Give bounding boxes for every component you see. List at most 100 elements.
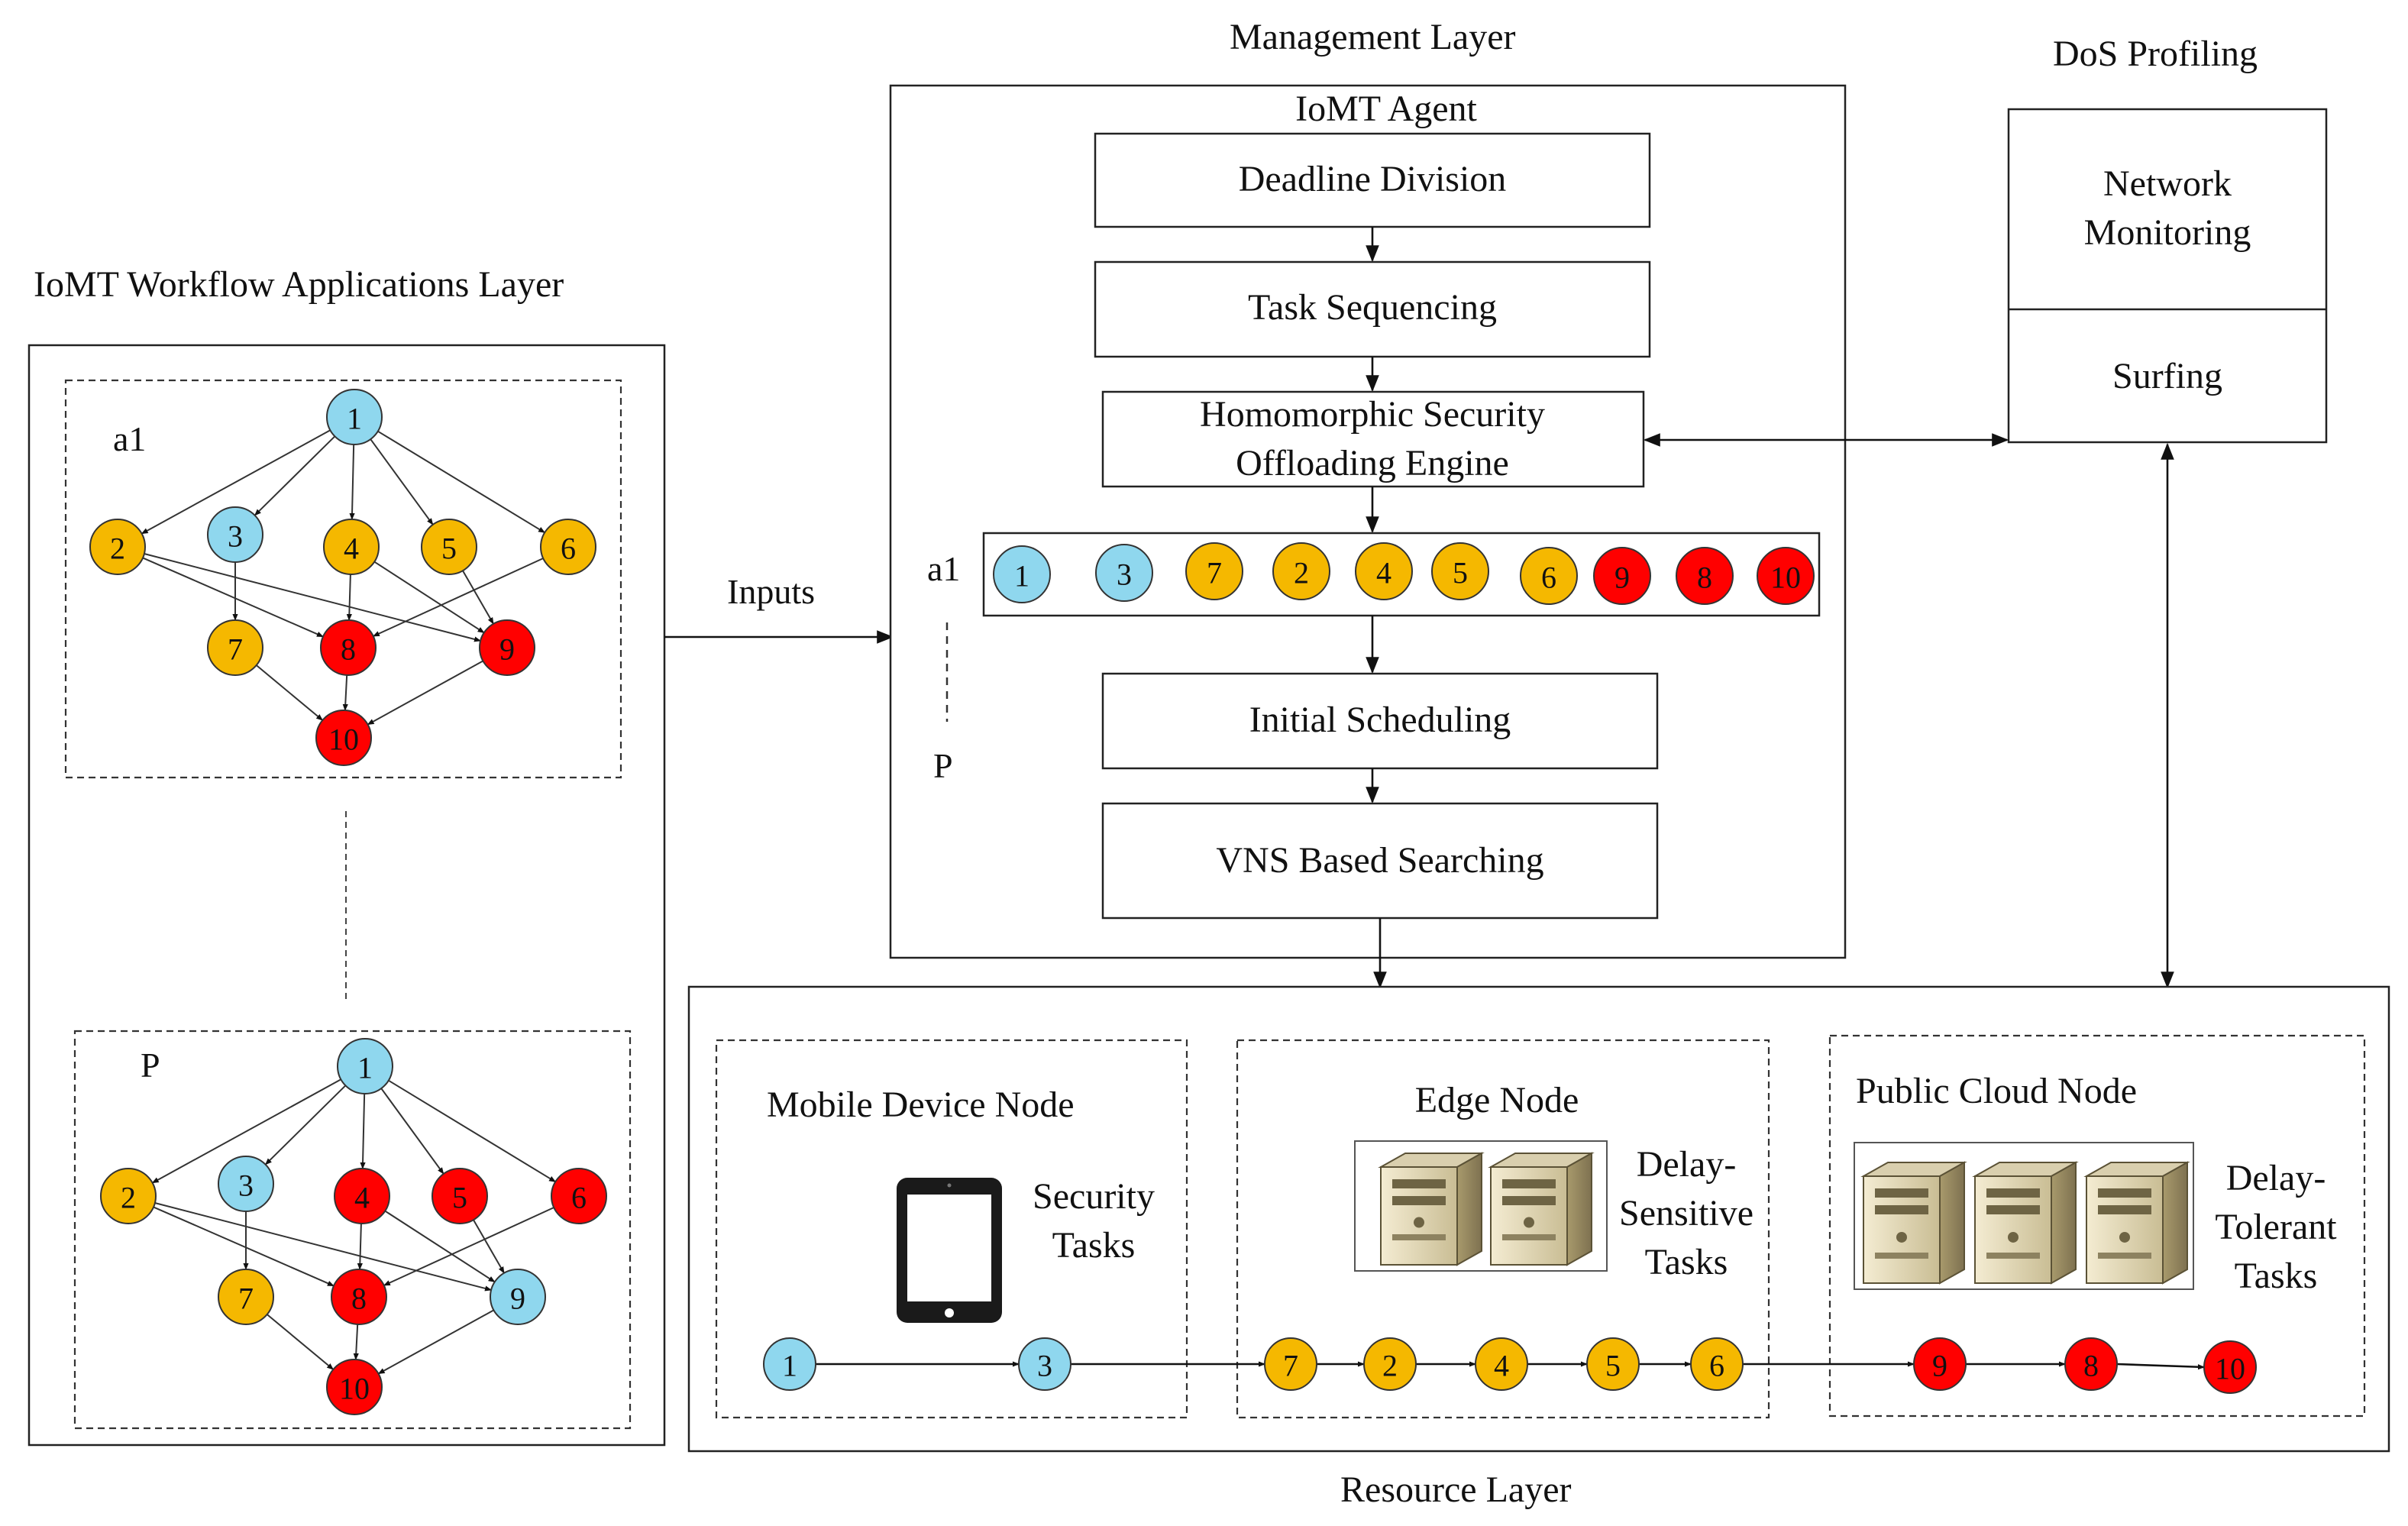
iomt-agent-title: IoMT Agent: [1295, 89, 1477, 129]
graph-a1-node-10-label: 10: [328, 723, 359, 757]
chain-node-7: 7: [1264, 1337, 1317, 1391]
graph-a1-node-6-circle: [540, 519, 596, 575]
delay-sensitive-line1: Delay-: [1637, 1144, 1737, 1185]
inputs-label: Inputs: [727, 572, 815, 611]
chain-node-5: 5: [1586, 1337, 1640, 1391]
tablet-icon: [897, 1178, 1002, 1323]
graph-a1-edge-7-10: [256, 664, 324, 721]
graph-p-node-4-circle: [334, 1168, 390, 1224]
chain-node-5-label: 5: [1605, 1349, 1621, 1383]
sequence-node-4-circle: [1355, 542, 1413, 600]
vns-search-label: VNS Based Searching: [1216, 840, 1543, 881]
cloud-server-icon-2: [1972, 1161, 2079, 1285]
graph-p-node-1-circle: [337, 1038, 393, 1094]
graph-p-node-3-label: 3: [238, 1169, 254, 1203]
graph-a1-node-7: 7: [207, 619, 263, 676]
delay-sensitive-line3: Tasks: [1645, 1242, 1728, 1282]
graph-a1-edge-8-10: [342, 674, 348, 711]
graph-p-node-7-circle: [218, 1269, 274, 1325]
edge-server-icon-2: [1488, 1152, 1595, 1266]
graph-p-node-7-label: 7: [238, 1282, 254, 1316]
public-cloud-node-frame: [1828, 1034, 2366, 1418]
homomorphic-engine-label-line1: Homomorphic Security: [1200, 394, 1545, 435]
initial-scheduling-label: Initial Scheduling: [1249, 700, 1511, 740]
workflow-graph-p-frame: [73, 1030, 632, 1430]
graph-a1-edge-5-9: [462, 570, 494, 625]
edge-server-icon-1: [1378, 1152, 1485, 1266]
security-tasks-line1: Security: [1033, 1176, 1155, 1217]
graph-p-node-2-circle: [100, 1168, 157, 1224]
sequence-node-2-circle: [1272, 542, 1330, 600]
edge-node-title: Edge Node: [1415, 1080, 1579, 1120]
graph-p-node-2: 2: [100, 1168, 157, 1224]
delay-sensitive-line2: Sensitive: [1619, 1193, 1753, 1233]
graph-a1-node-9-circle: [479, 619, 535, 676]
graph-p-node-4: 4: [334, 1168, 390, 1224]
graph-p-node-9: 9: [490, 1269, 546, 1325]
chain-node-9: 9: [1913, 1337, 1967, 1391]
resource-layer-title: Resource Layer: [1340, 1469, 1572, 1510]
sequence-node-4-label: 4: [1376, 556, 1391, 590]
graph-p-node-7: 7: [218, 1269, 274, 1325]
workflow-graph-a1-frame: [64, 379, 622, 779]
graph-p-node-6-label: 6: [571, 1181, 587, 1215]
sequence-node-10-circle: [1757, 547, 1815, 605]
graph-a1-node-4-circle: [323, 519, 380, 575]
sequence-node-7: 7: [1185, 542, 1243, 600]
graph-p-edge-9-10: [377, 1309, 494, 1375]
sequence-node-8-circle: [1676, 547, 1734, 605]
management-layer-title: Management Layer: [1230, 17, 1516, 57]
chain-node-6: 6: [1690, 1337, 1744, 1391]
sequence-label-a1: a1: [927, 549, 960, 588]
chain-node-1: 1: [763, 1337, 816, 1391]
sequence-node-4: 4: [1355, 542, 1413, 600]
graph-p-edge-1-6: [388, 1079, 556, 1183]
chain-node-1-circle: [763, 1337, 816, 1391]
chain-node-2: 2: [1363, 1337, 1417, 1391]
graph-a1-node-3-label: 3: [228, 519, 243, 554]
graph-a1-label: a1: [113, 419, 146, 458]
sequence-node-9-label: 9: [1614, 561, 1630, 595]
graph-p-node-10-circle: [326, 1359, 383, 1415]
graph-p-node-10: 10: [326, 1359, 383, 1415]
graph-p-edge-5-9: [473, 1219, 505, 1274]
graph-a1-node-2-circle: [89, 519, 146, 575]
sequence-node-3-label: 3: [1117, 558, 1132, 592]
sequence-node-3-circle: [1095, 544, 1153, 602]
sequence-node-5: 5: [1431, 542, 1489, 600]
chain-node-8: 8: [2064, 1337, 2118, 1391]
graph-a1-node-10: 10: [315, 710, 372, 766]
graph-p-edge-7-10: [267, 1314, 335, 1370]
chain-node-2-circle: [1363, 1337, 1417, 1391]
cloud-server-icon-3: [2083, 1161, 2190, 1285]
surfing-label: Surfing: [2112, 356, 2222, 396]
graph-p-edge-1-4: [360, 1093, 366, 1169]
graph-a1-edge-1-5: [370, 438, 434, 525]
graph-a1-node-5-circle: [421, 519, 477, 575]
sequence-node-6-circle: [1520, 547, 1578, 605]
dos-profiling-box: [2007, 108, 2328, 444]
sequence-node-1: 1: [993, 545, 1051, 603]
graph-p-node-2-label: 2: [121, 1181, 136, 1215]
chain-node-4-circle: [1475, 1337, 1528, 1391]
sequence-node-6: 6: [1520, 547, 1578, 605]
chain-node-10: 10: [2203, 1340, 2257, 1394]
graph-p-edge-1-3: [264, 1085, 347, 1166]
graph-a1-edge-1-2: [141, 429, 331, 535]
graph-a1-node-1-circle: [326, 389, 383, 445]
graph-a1-edge-4-9: [373, 561, 485, 634]
vns-search-box: [1101, 802, 1659, 920]
graph-a1-node-4: 4: [323, 519, 380, 575]
graph-a1-edge-1-4: [349, 444, 355, 520]
graph-p-edge-4-9: [384, 1210, 496, 1283]
graph-a1-edge-4-8: [346, 574, 352, 621]
graph-p-node-9-circle: [490, 1269, 546, 1325]
graph-a1-node-8: 8: [320, 619, 377, 676]
sequence-node-5-circle: [1431, 542, 1489, 600]
graph-p-node-8-label: 8: [351, 1282, 367, 1316]
task-sequencing-label: Task Sequencing: [1248, 287, 1497, 328]
graph-a1-node-2: 2: [89, 519, 146, 575]
